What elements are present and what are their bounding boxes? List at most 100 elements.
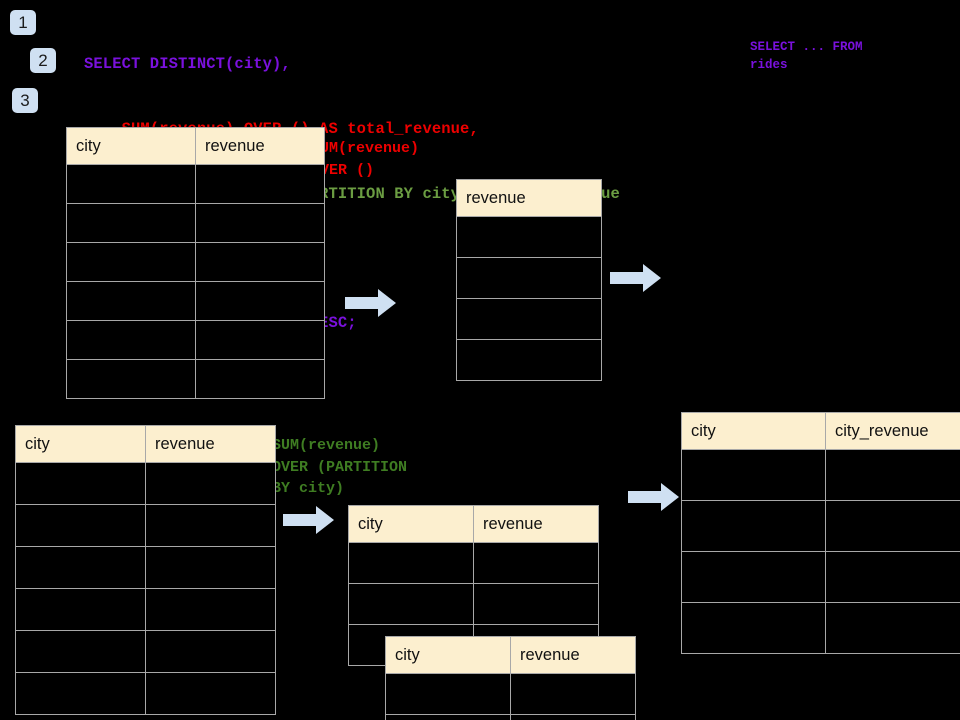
table-cell (195, 281, 325, 321)
table-cell (825, 449, 960, 501)
table-row (15, 546, 276, 589)
table-row (66, 320, 325, 360)
table-row (15, 672, 276, 715)
caption-sum-over-partition: SUM(revenue) OVER (PARTITION BY city) (272, 437, 408, 497)
arrow-right-icon (283, 506, 334, 534)
table-cell (510, 714, 636, 720)
table-cell (195, 203, 325, 243)
table-total-revenue: revenue (456, 179, 602, 381)
table-cell (66, 242, 196, 282)
table-row (66, 242, 325, 282)
column-header-revenue: revenue (473, 505, 599, 543)
table-cell (385, 714, 511, 720)
caption-sum-over-empty: SUM(revenue) OVER () (311, 140, 420, 179)
table-cell (510, 673, 636, 715)
table-cell (195, 242, 325, 282)
table-row (66, 164, 325, 204)
table-cell (15, 504, 146, 547)
table-row (15, 588, 276, 631)
table-cell (195, 164, 325, 204)
table-cell (456, 298, 602, 340)
table-cell (681, 449, 826, 501)
table-row (348, 542, 599, 584)
column-header-city: city (348, 505, 474, 543)
table-row (66, 203, 325, 243)
table-header-row: city revenue (15, 425, 276, 463)
table-row (456, 298, 602, 340)
table-cell (66, 281, 196, 321)
step-badge-1: 1 (10, 10, 36, 35)
table-cell (15, 588, 146, 631)
table-cell (456, 257, 602, 299)
table-cell (145, 462, 276, 505)
table-row (681, 449, 960, 501)
table-cell (66, 164, 196, 204)
table-cell (15, 462, 146, 505)
column-header-city: city (15, 425, 146, 463)
table-cell (348, 542, 474, 584)
table-row (15, 504, 276, 547)
table-row (66, 281, 325, 321)
table-header-row: city revenue (66, 127, 325, 165)
table-cell (15, 630, 146, 673)
table-cell (825, 500, 960, 552)
table-cell (145, 546, 276, 589)
column-header-revenue: revenue (456, 179, 602, 217)
step-badge-2: 2 (30, 48, 56, 73)
table-cell (145, 672, 276, 715)
table-cell (681, 500, 826, 552)
table-cell (195, 359, 325, 399)
step-badge-3: 3 (12, 88, 38, 113)
table-result: city city_revenue (681, 412, 960, 654)
table-row (456, 216, 602, 258)
table-header-row: revenue (456, 179, 602, 217)
table-cell (145, 630, 276, 673)
table-row (15, 462, 276, 505)
column-header-city: city (385, 636, 511, 674)
column-header-city-revenue: city_revenue (825, 412, 960, 450)
arrow-right-icon (628, 483, 679, 511)
table-rides-bottom: city revenue (15, 425, 276, 715)
table-cell (456, 216, 602, 258)
table-header-row: city revenue (348, 505, 599, 543)
table-cell (825, 551, 960, 603)
table-row (681, 551, 960, 603)
table-row (681, 602, 960, 654)
table-cell (15, 546, 146, 589)
select-from-rides-note: SELECT ... FROM rides (750, 40, 863, 72)
table-cell (15, 672, 146, 715)
column-header-revenue: revenue (510, 636, 636, 674)
arrow-right-icon (610, 264, 661, 292)
table-cell (456, 339, 602, 381)
table-cell (473, 583, 599, 625)
column-header-revenue: revenue (145, 425, 276, 463)
table-cell (348, 583, 474, 625)
table-cell (66, 203, 196, 243)
table-row (681, 500, 960, 552)
table-cell (681, 551, 826, 603)
column-header-city: city (66, 127, 196, 165)
sql-line-1: SELECT DISTINCT(city), (84, 55, 291, 74)
table-cell (66, 359, 196, 399)
column-header-city: city (681, 412, 826, 450)
table-cell (66, 320, 196, 360)
table-partition-1: city revenue (348, 505, 599, 666)
table-cell (473, 542, 599, 584)
table-cell (681, 602, 826, 654)
table-row (66, 359, 325, 399)
table-row (15, 630, 276, 673)
table-partition-2: city revenue (385, 636, 636, 720)
table-cell (145, 504, 276, 547)
table-cell (145, 588, 276, 631)
table-cell (825, 602, 960, 654)
table-header-row: city revenue (385, 636, 636, 674)
table-row (456, 339, 602, 381)
column-header-revenue: revenue (195, 127, 325, 165)
table-header-row: city city_revenue (681, 412, 960, 450)
table-row (385, 714, 636, 720)
table-row (456, 257, 602, 299)
table-cell (195, 320, 325, 360)
table-row (348, 583, 599, 625)
table-cell (385, 673, 511, 715)
